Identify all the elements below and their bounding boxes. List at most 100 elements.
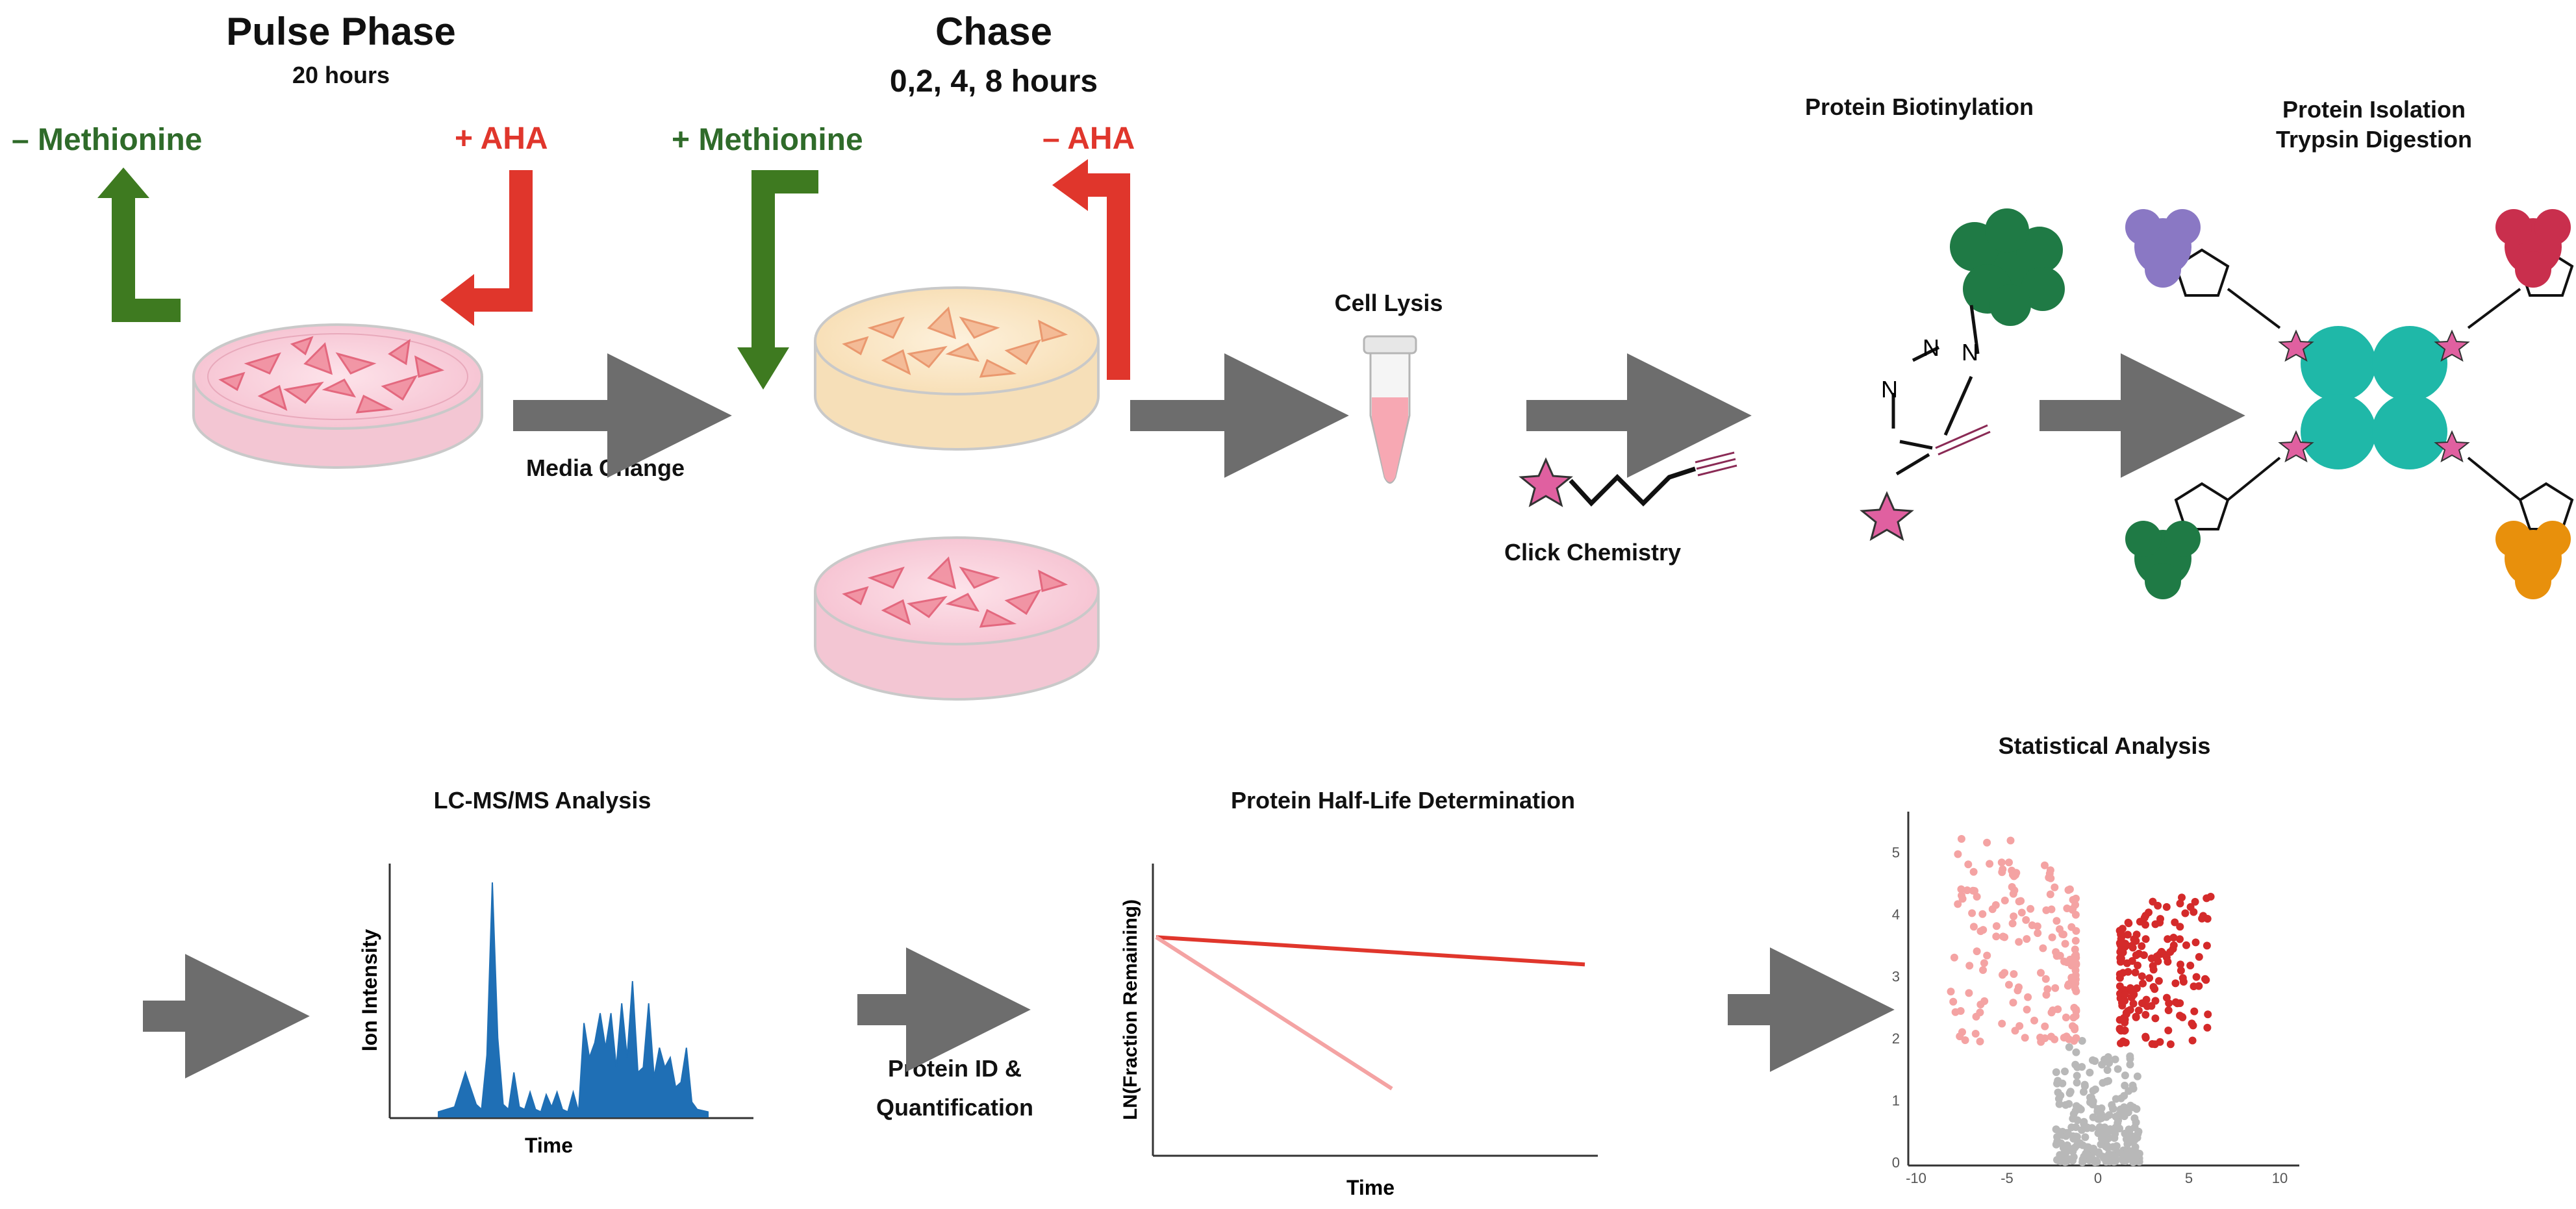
volcano-point-up [2162, 903, 2171, 911]
volcano-point-up [2169, 934, 2178, 941]
chase-title: Chase [935, 10, 1053, 53]
volcano-point-down [2056, 951, 2064, 960]
volcano-point-ns [2126, 1054, 2134, 1063]
volcano-point-down [2061, 940, 2069, 948]
volcano-point-down [1954, 850, 1962, 858]
volcano-point-ns [2069, 1114, 2077, 1123]
volcano-point-up [2128, 941, 2136, 950]
volcano-point-down [2062, 1014, 2070, 1021]
volcano-point-ns [2130, 1136, 2139, 1144]
volcano-point-ns [2053, 1079, 2062, 1088]
volcano-point-up [2145, 908, 2153, 917]
half-life-series-fast [1155, 935, 1393, 1091]
volcano-point-down [2051, 883, 2059, 891]
volcano-point-ns [2069, 1153, 2078, 1161]
volcano-point-ns [2080, 1080, 2089, 1089]
half-life-series-stable [1155, 935, 1585, 967]
volcano-point-up [2123, 930, 2132, 939]
volcano-point-ns [2127, 1101, 2135, 1110]
volcano-point-up [2191, 897, 2199, 906]
volcano-point-ns [2054, 1095, 2063, 1103]
volcano-point-down [1979, 966, 1987, 974]
volcano-point-ns [2111, 1055, 2119, 1064]
volcano-point-down [1954, 900, 1962, 908]
streptavidin-complex [2125, 209, 2574, 599]
volcano-point-down [2070, 956, 2078, 965]
volcano-point-up [2166, 948, 2175, 956]
volcano-point-down [2034, 929, 2042, 938]
volcano-point-up [2134, 961, 2141, 969]
volcano-point-ns [2065, 1043, 2073, 1051]
volcano-point-up [2140, 914, 2149, 922]
volcano-point-down [2009, 999, 2017, 1007]
half-life-x-label: Time [1346, 1176, 1395, 1199]
volcano-point-up [2141, 921, 2149, 929]
volcano-point-ns [2130, 1114, 2139, 1123]
pulse-plus-aha: + AHA [455, 121, 548, 156]
chase-times: 0,2, 4, 8 hours [889, 64, 1098, 99]
volcano-point-up [2154, 957, 2162, 966]
volcano-point-up [2198, 914, 2206, 923]
volcano-point-down [1979, 926, 1988, 934]
volcano-point-down [2008, 919, 2017, 928]
volcano-point-down [2072, 1034, 2080, 1042]
volcano-point-ns [2104, 1053, 2112, 1061]
volcano-point-down [2070, 1004, 2078, 1012]
volcano-point-up [2118, 1001, 2127, 1010]
volcano-point-up [2149, 962, 2157, 970]
volcano-point-down [1947, 988, 1955, 996]
triazole-n3: N [1881, 376, 1898, 403]
chase-petri-dish-cream [814, 286, 1100, 451]
volcano-point-down [2051, 984, 2060, 992]
volcano-point-down [2015, 938, 2023, 946]
pulse-duration: 20 hours [292, 62, 390, 88]
volcano-point-ns [2104, 1143, 2112, 1152]
volcano-point-ns [2116, 1105, 2125, 1114]
volcano-point-down [2010, 912, 2018, 921]
volcano-point-up [2123, 959, 2131, 967]
volcano-y-tick: 4 [1892, 906, 1900, 923]
volcano-point-ns [2097, 1140, 2105, 1149]
volcano-point-up [2149, 897, 2157, 906]
volcano-point-down [2021, 1034, 2029, 1042]
volcano-point-ns [2133, 1072, 2141, 1080]
volcano-point-ns [2097, 1114, 2106, 1123]
volcano-point-up [2176, 935, 2184, 943]
volcano-point-down [1957, 885, 1965, 893]
volcano-x-tick: -10 [1906, 1170, 1926, 1186]
volcano-point-ns [2067, 1123, 2076, 1132]
volcano-point-up [2132, 930, 2141, 939]
volcano-point-up [2151, 1040, 2159, 1049]
biotinylated-protein: N N N [1860, 208, 2065, 542]
volcano-point-down [2042, 906, 2051, 914]
volcano-point-down [1957, 835, 1965, 843]
chromatogram-x-label: Time [525, 1134, 573, 1157]
volcano-point-down [1978, 910, 1987, 918]
volcano-point-down [2071, 945, 2079, 954]
volcano-point-up [2203, 941, 2211, 950]
volcano-point-up [2176, 899, 2184, 908]
volcano-point-up [2169, 941, 2178, 949]
volcano-point-ns [2083, 1124, 2091, 1132]
volcano-point-up [2186, 962, 2195, 969]
volcano-point-up [2141, 935, 2150, 943]
volcano-point-ns [2069, 1145, 2077, 1153]
volcano-point-down [2023, 935, 2031, 943]
volcano-point-ns [2110, 1134, 2119, 1142]
volcano-point-ns [2065, 1089, 2074, 1097]
volcano-point-down [2041, 861, 2049, 869]
volcano-point-ns [2060, 1154, 2068, 1163]
volcano-point-up [2156, 950, 2164, 958]
volcano-point-ns [2078, 1063, 2086, 1071]
volcano-point-down [2017, 897, 2025, 905]
volcano-point-up [2138, 942, 2146, 951]
volcano-point-down [1986, 860, 1994, 868]
volcano-point-down [2006, 836, 2015, 845]
volcano-point-down [2071, 1012, 2080, 1020]
volcano-point-ns [2134, 1127, 2143, 1136]
volcano-point-up [2147, 954, 2156, 962]
volcano-point-ns [2054, 1088, 2062, 1097]
protein-isolation-label: Protein Isolation [2282, 96, 2466, 123]
